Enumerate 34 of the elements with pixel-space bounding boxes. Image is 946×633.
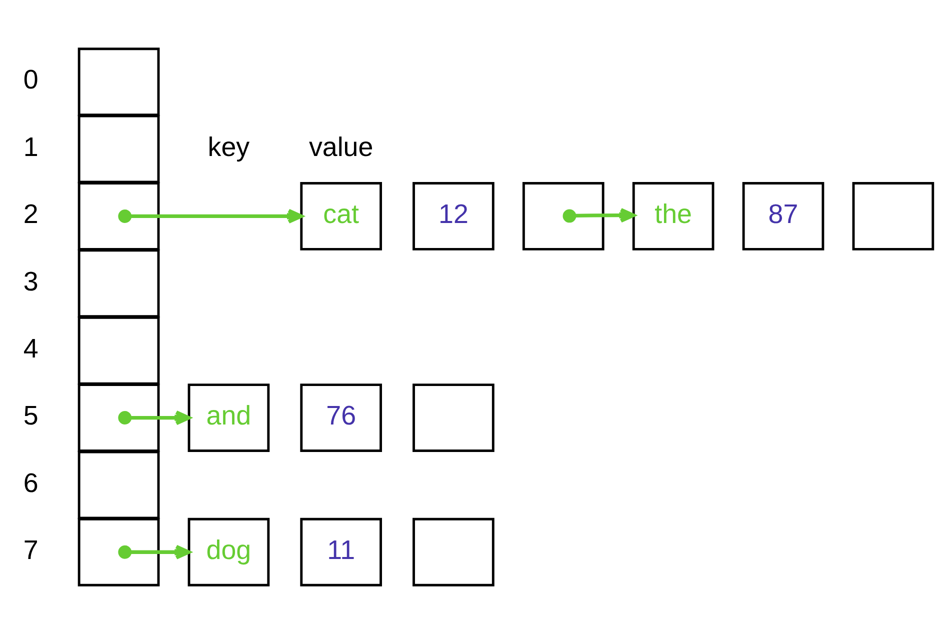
node-box: [78, 517, 160, 586]
arrow: [118, 544, 190, 559]
node-box: cat: [300, 182, 382, 250]
node-box: 12: [412, 182, 494, 250]
label: value: [308, 131, 374, 162]
node-box: [852, 182, 934, 250]
node-box: the: [632, 182, 714, 250]
node-box: and: [188, 383, 270, 452]
node-box: [412, 383, 494, 452]
arrow: [118, 208, 303, 224]
arrow: [562, 207, 636, 222]
node-label: 3: [23, 266, 38, 296]
node-label: 7: [23, 534, 38, 564]
node-label: 2: [23, 198, 38, 229]
node-label: 5: [23, 400, 38, 430]
node-box: 11: [300, 517, 382, 586]
node-box: [522, 182, 604, 250]
node-box: 76: [300, 383, 382, 452]
node-box: [78, 248, 160, 318]
node-box: [412, 517, 494, 586]
node-box: 87: [742, 182, 824, 250]
node-label: 6: [23, 467, 38, 498]
node-box: [78, 182, 160, 250]
node-label: 0: [23, 64, 38, 94]
node-box: [78, 114, 160, 183]
node-box: [78, 47, 160, 116]
arrow: [118, 410, 190, 425]
node-box: [78, 383, 160, 452]
node-label: 4: [23, 332, 38, 363]
node-box: [78, 316, 160, 384]
label: key: [208, 131, 250, 162]
node-box: dog: [188, 517, 270, 586]
node-label: 1: [23, 131, 38, 162]
node-box: [78, 450, 160, 519]
